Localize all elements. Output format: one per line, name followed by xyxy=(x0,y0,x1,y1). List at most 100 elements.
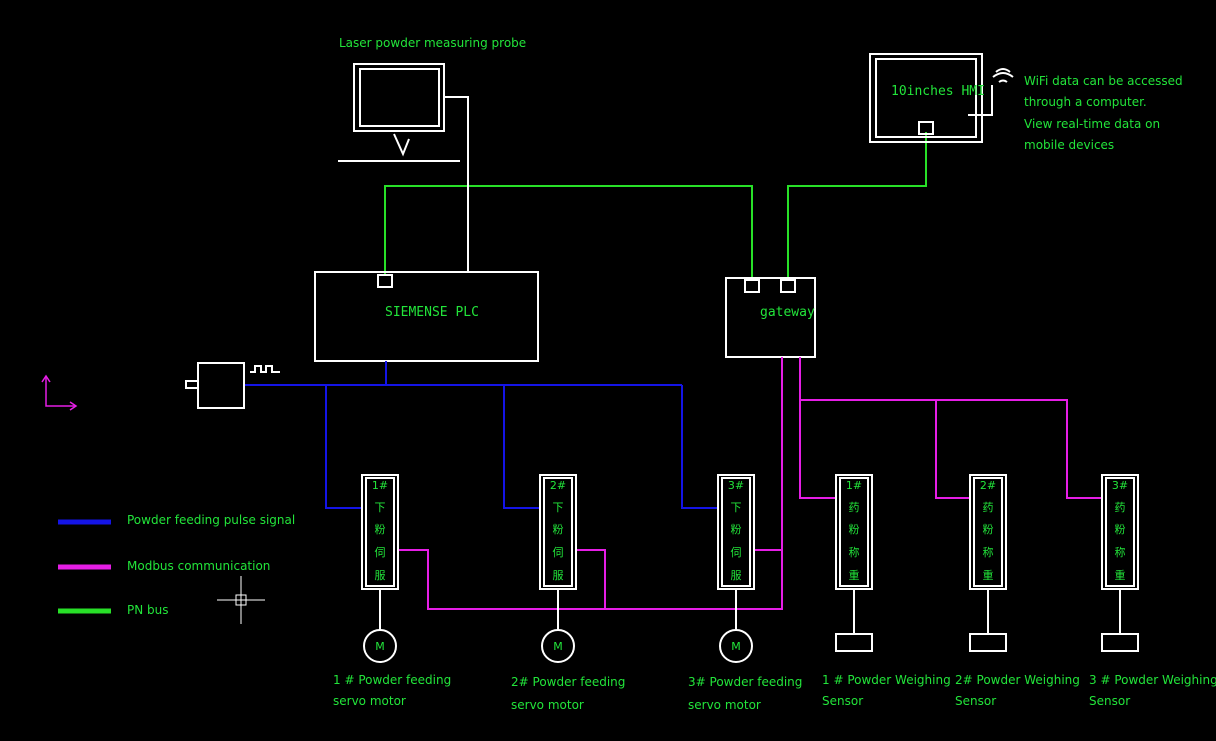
servo-drive-3-char-3: 伺 xyxy=(731,546,742,559)
servo-motor-2-icon xyxy=(541,629,575,663)
servo-drive-3: 3# 下 粉 伺 服 M 3# Powder feeding servo mot… xyxy=(688,474,802,712)
servo-drive-3-char-2: 粉 xyxy=(731,523,742,536)
weighing-module-2-char-4: 重 xyxy=(983,568,994,582)
modbus-lines xyxy=(398,357,1103,610)
weighing-module-2-inner xyxy=(973,477,1003,587)
plc-box xyxy=(314,271,539,362)
servo-drive-3-inner xyxy=(721,477,751,587)
pn-bus-gateway-hmi xyxy=(787,132,927,280)
servo-drive-3-id: 3# xyxy=(728,479,744,492)
weighing-sensor-3-caption-1: 3 # Powder Weighing xyxy=(1089,673,1216,687)
servo-motor-1-icon xyxy=(363,629,397,663)
weighing-sensor-3-caption-2: Sensor xyxy=(1089,694,1130,708)
crosshair-cursor-icon xyxy=(217,576,265,624)
weighing-sensor-3-icon xyxy=(1101,633,1139,652)
servo-drive-2-char-4: 服 xyxy=(553,569,564,582)
servo-motor-2-symbol: M xyxy=(553,640,563,653)
probe-monitor-outer xyxy=(353,63,445,132)
servo-drive-2-id: 2# xyxy=(550,479,566,492)
wifi-note-line-3: View real-time data on xyxy=(1024,117,1160,131)
gateway-port-2-icon xyxy=(780,279,796,293)
weighing-module-2: 2# 药 粉 称 重 2# Powder Weighing Sensor xyxy=(955,474,1080,708)
pulse-branch-2 xyxy=(503,385,541,509)
hmi-inner xyxy=(875,58,977,138)
weighing-sensor-2-caption-1: 2# Powder Weighing xyxy=(955,673,1080,687)
servo-motor-3-caption-1: 3# Powder feeding xyxy=(688,675,802,689)
laser-probe: Laser powder measuring probe xyxy=(338,36,526,162)
gateway-box xyxy=(725,277,816,358)
servo-drive-2-char-3: 伺 xyxy=(553,546,564,559)
plc-device: SIEMENSE PLC xyxy=(314,271,539,362)
pn-bus-plc-gateway xyxy=(384,185,753,280)
weighing-module-1-char-3: 称 xyxy=(849,545,860,559)
probe-beam-icon xyxy=(393,133,410,157)
servo-motor-3-caption-2: servo motor xyxy=(688,698,761,712)
modbus-weigh-2 xyxy=(935,400,971,499)
plc-label: SIEMENSE PLC xyxy=(385,305,479,320)
wifi-note-line-1: WiFi data can be accessed xyxy=(1024,74,1183,88)
wifi-note-line-2: through a computer. xyxy=(1024,95,1147,109)
servo-motor-2-caption-2: servo motor xyxy=(511,698,584,712)
legend: Powder feeding pulse signal Modbus commu… xyxy=(58,513,295,617)
servo-drive-1-id: 1# xyxy=(372,479,388,492)
weighing-module-1-inner xyxy=(839,477,869,587)
servo-motor-2-caption-1: 2# Powder feeding xyxy=(511,675,625,689)
hmi-antenna-icon xyxy=(968,85,993,116)
hmi-device: 10inches HMI WiFi data can be accessed t… xyxy=(869,53,1183,152)
servo-drive-2-char-1: 下 xyxy=(553,501,564,514)
servo-drive-3-char-4: 服 xyxy=(731,569,742,582)
probe-plc-cable xyxy=(443,96,469,272)
weighing-module-1-char-1: 药 xyxy=(849,501,860,514)
weighing-module-2-char-3: 称 xyxy=(983,545,994,559)
servo-drive-1: 1# 下 粉 伺 服 M 1 # Powder feeding servo mo… xyxy=(333,474,451,708)
servo-drive-1-char-4: 服 xyxy=(375,569,386,582)
servo-drive-1-char-2: 粉 xyxy=(375,523,386,536)
hmi-outer xyxy=(869,53,983,143)
weighing-sensor-1-caption-1: 1 # Powder Weighing xyxy=(822,673,951,687)
weighing-module-2-id: 2# xyxy=(980,479,996,492)
servo-motor-1-caption-1: 1 # Powder feeding xyxy=(333,673,451,687)
servo-motor-1-caption-2: servo motor xyxy=(333,694,406,708)
servo-motor-3-icon xyxy=(719,629,753,663)
weighing-module-1: 1# 药 粉 称 重 1 # Powder Weighing Sensor xyxy=(822,474,951,708)
pulse-signal-lines xyxy=(244,361,719,509)
encoder-box xyxy=(197,362,245,409)
legend-modbus-label: Modbus communication xyxy=(127,559,270,573)
weighing-module-1-id: 1# xyxy=(846,479,862,492)
gateway-device: gateway xyxy=(725,277,816,358)
servo-motor-3-symbol: M xyxy=(731,640,741,653)
servo-drive-1-char-1: 下 xyxy=(375,501,386,514)
pulse-branch-3 xyxy=(681,385,719,509)
servo-drive-2-inner xyxy=(543,477,573,587)
pulse-encoder xyxy=(185,362,280,409)
weighing-module-2-char-1: 药 xyxy=(983,501,994,514)
weighing-module-3-char-3: 称 xyxy=(1115,545,1126,559)
servo-drive-1-inner xyxy=(365,477,395,587)
servo-drive-2-char-2: 粉 xyxy=(553,523,564,536)
probe-label: Laser powder measuring probe xyxy=(339,36,526,50)
weighing-module-2-char-2: 粉 xyxy=(983,523,994,536)
servo-drive-1-char-3: 伺 xyxy=(375,546,386,559)
modbus-weigh-1 xyxy=(799,357,837,499)
plc-port-icon xyxy=(377,274,393,288)
weighing-sensor-1-icon xyxy=(835,633,873,652)
pn-bus-lines xyxy=(384,132,927,280)
servo-motor-1-symbol: M xyxy=(375,640,385,653)
coordinate-axis-icon xyxy=(41,374,78,411)
hmi-port-icon xyxy=(918,121,934,135)
servo-drive-3-char-1: 下 xyxy=(731,501,742,514)
pulse-wave-icon xyxy=(250,365,280,373)
weighing-module-3-char-4: 重 xyxy=(1115,568,1126,582)
wifi-note-line-4: mobile devices xyxy=(1024,138,1114,152)
weighing-module-3-id: 3# xyxy=(1112,479,1128,492)
legend-pn-label: PN bus xyxy=(127,603,169,617)
encoder-shaft xyxy=(185,380,199,389)
weighing-module-3-char-2: 粉 xyxy=(1115,523,1126,536)
pulse-branch-1 xyxy=(325,385,363,509)
weighing-sensor-1-caption-2: Sensor xyxy=(822,694,863,708)
weighing-module-1-char-2: 粉 xyxy=(849,523,860,536)
hmi-label: 10inches HMI xyxy=(891,84,985,99)
probe-monitor-inner xyxy=(359,68,440,127)
wifi-icon xyxy=(992,68,1014,83)
